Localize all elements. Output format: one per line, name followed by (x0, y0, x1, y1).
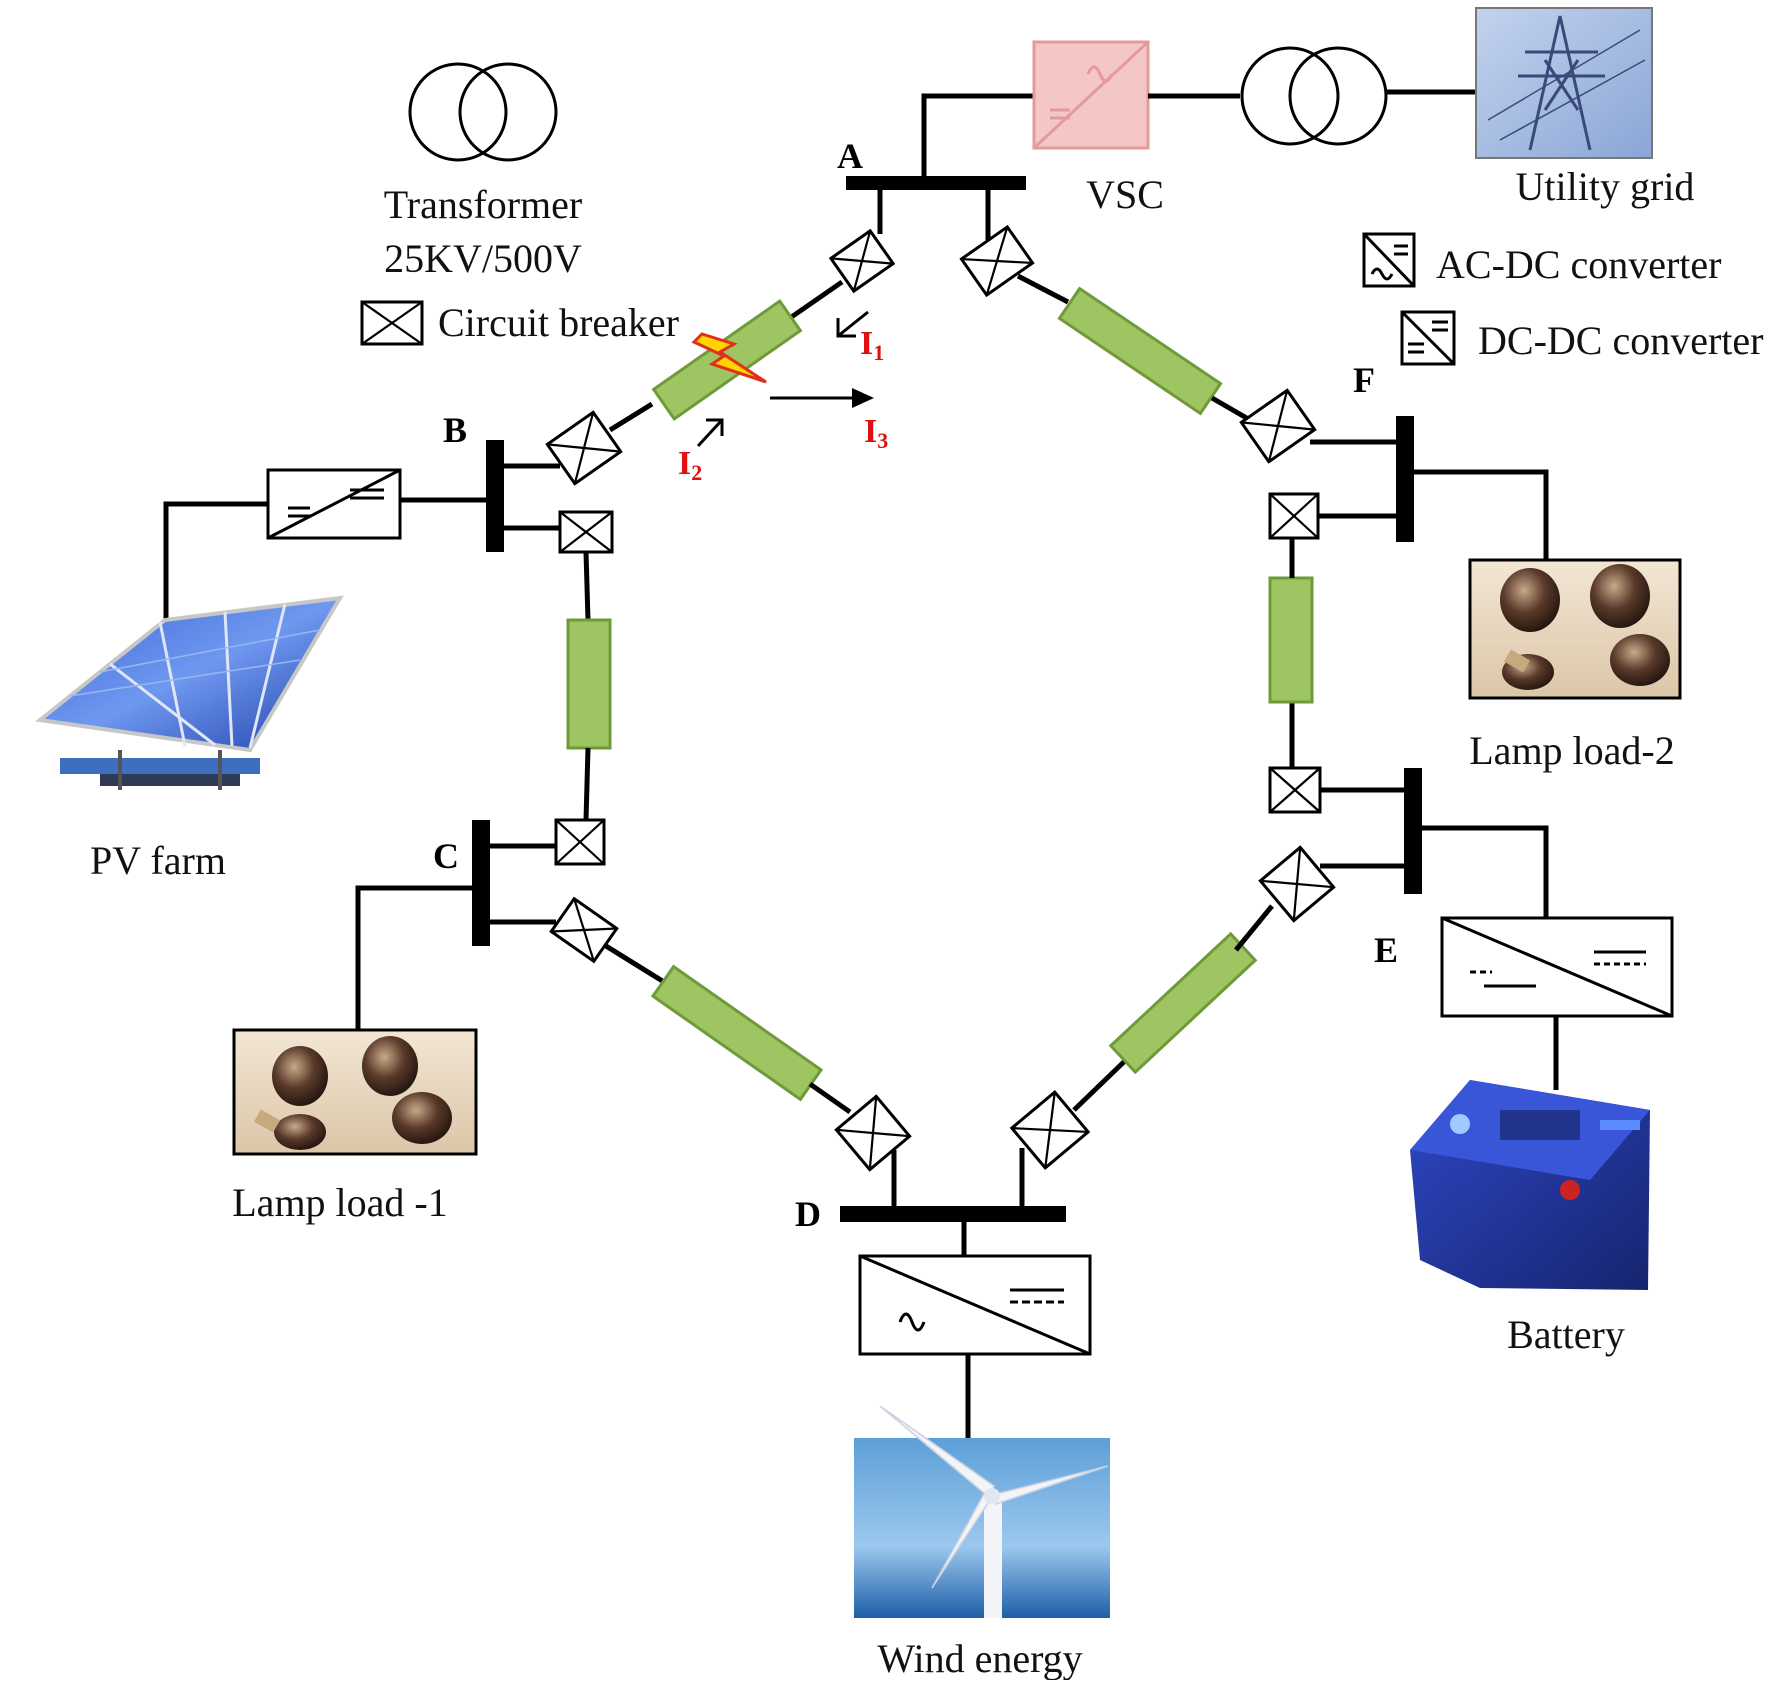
bus-e-label: E (1374, 930, 1398, 970)
pv-farm-label: PV farm (90, 838, 226, 883)
circuit-breaker-e-d (1258, 845, 1336, 923)
legend-transformer-label: Transformer (384, 182, 583, 227)
circuit-breaker-a-f (959, 224, 1035, 298)
bus-b-bar (486, 440, 504, 552)
lamp-bulbs-icon (253, 1036, 452, 1150)
legend-transformer-icon (408, 62, 558, 162)
bus-e-bar (1404, 768, 1422, 894)
circuit-breaker-b-c (558, 510, 614, 554)
circuit-breaker-b-a (545, 410, 623, 486)
current-i1-label: I1 (860, 325, 884, 365)
pv-dc-dc-converter (266, 468, 402, 540)
circuit-breaker-c-d (549, 896, 619, 964)
circuit-breaker-d-e (1009, 1089, 1091, 1171)
circuit-breaker-c-b (554, 818, 606, 866)
current-i2-label: I2 (678, 445, 702, 485)
bus-d-label: D (795, 1194, 821, 1234)
battery-icon (1410, 1080, 1650, 1290)
cable-c-d (650, 964, 824, 1102)
current-i2-arrow (696, 418, 724, 448)
bus-c-label: C (433, 836, 459, 876)
cable-d-e (1108, 931, 1258, 1075)
wind-energy-label: Wind energy (877, 1636, 1082, 1680)
battery-label: Battery (1507, 1312, 1625, 1357)
legend-ac-dc-converter-icon (1362, 232, 1416, 288)
legend-transformer-rating: 25KV/500V (384, 236, 582, 281)
lamp-bulbs-icon (1500, 564, 1670, 690)
current-i3-arrow (770, 388, 874, 408)
circuit-breaker-f-e (1268, 492, 1320, 540)
legend-dc-dc-converter-icon (1400, 310, 1456, 366)
current-i1-arrow (836, 310, 869, 338)
bus-f-bar (1396, 416, 1414, 542)
bus-c-bar (472, 820, 490, 946)
cable-b-c (566, 618, 612, 750)
legend-dc-dc-converter-label: DC-DC converter (1478, 318, 1763, 363)
battery-dc-dc-converter (1440, 916, 1674, 1018)
legend-circuit-breaker-label: Circuit breaker (438, 300, 679, 345)
current-i3-label: I3 (864, 413, 888, 453)
fault-flash-icon (691, 332, 767, 384)
lamp-load-1-label: Lamp load -1 (232, 1180, 448, 1225)
legend-circuit-breaker-icon (360, 300, 424, 346)
circuit-breaker-d-c (834, 1094, 912, 1172)
lamp-load-2-label: Lamp load-2 (1469, 728, 1675, 773)
grid-transformer-icon (1240, 46, 1388, 146)
circuit-breaker-a-b (828, 228, 896, 294)
circuit-breaker-e-f (1268, 766, 1322, 814)
utility-grid-label: Utility grid (1516, 164, 1695, 209)
solar-panel-icon (35, 595, 344, 790)
lamp-load-2-image (1468, 558, 1682, 700)
utility-grid-image (1475, 7, 1653, 159)
cable-a-f (1057, 286, 1223, 416)
cable-e-f (1268, 576, 1314, 704)
circuit-breaker-f-a (1239, 388, 1317, 464)
bus-a-label: A (837, 136, 863, 176)
vsc-converter (1032, 40, 1150, 150)
wind-ac-dc-converter (858, 1254, 1092, 1356)
vsc-label: VSC (1086, 172, 1164, 217)
bus-f-label: F (1353, 360, 1375, 400)
lamp-load-1-image (232, 1028, 478, 1156)
bus-b-label: B (443, 410, 467, 450)
transmission-tower-icon (1487, 15, 1646, 151)
bus-a-bar (846, 176, 1026, 190)
wind-energy-image (854, 1405, 1110, 1618)
bus-d-bar (840, 1206, 1066, 1222)
wind-turbine-icon (879, 1405, 1109, 1618)
legend-ac-dc-converter-label: AC-DC converter (1436, 242, 1721, 287)
